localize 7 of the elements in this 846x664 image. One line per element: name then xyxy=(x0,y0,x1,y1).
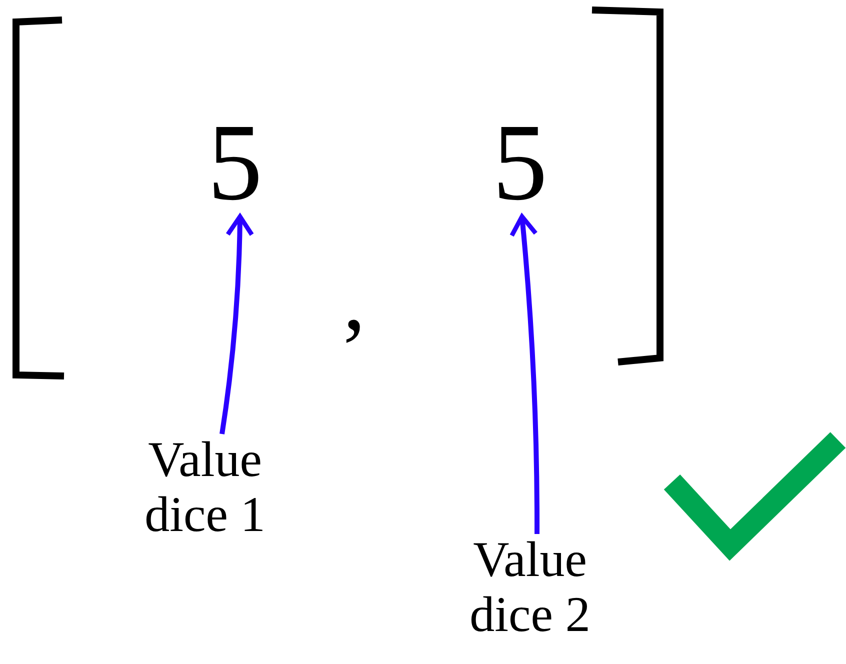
caption-text: Value dice 1 xyxy=(110,432,300,542)
caption-text: Value dice 2 xyxy=(435,532,625,642)
arrow xyxy=(220,214,254,434)
arrow xyxy=(509,214,540,534)
digit: 5 xyxy=(180,110,290,214)
digit: 5 xyxy=(465,110,575,214)
comma-separator: , xyxy=(343,250,366,349)
